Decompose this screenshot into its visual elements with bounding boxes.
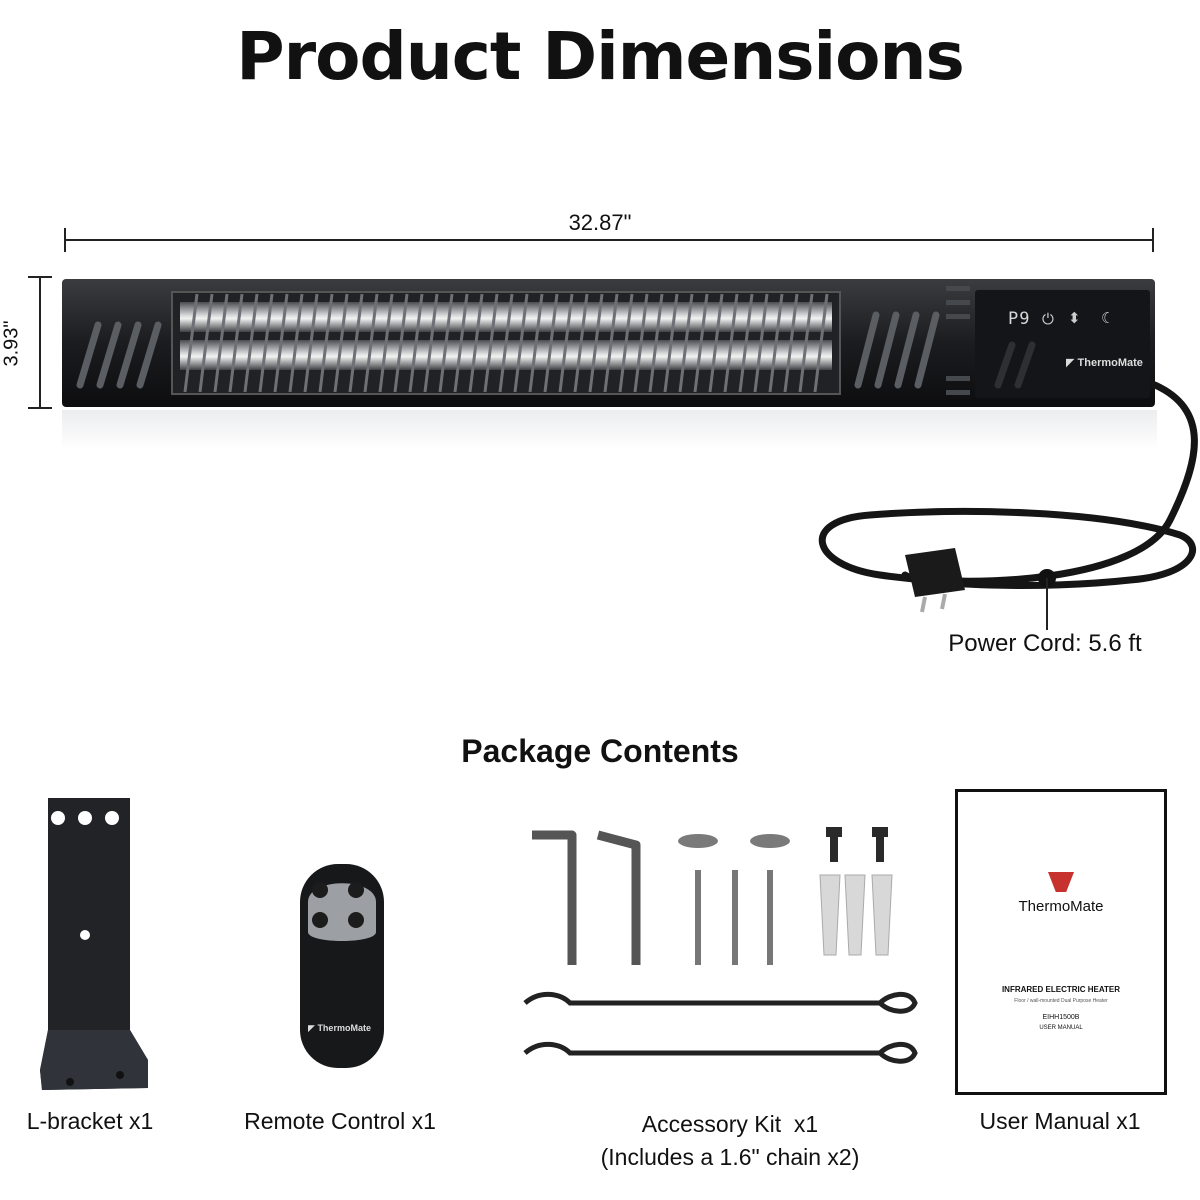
width-dimension-label: 32.87" [568,210,632,235]
grille-wire [348,293,364,393]
l-bracket-label: L-bracket x1 [26,1108,154,1134]
grille-wire [363,293,379,393]
grille-wire [483,293,499,393]
grille-wire [513,293,529,393]
grille-wire [258,293,274,393]
grille-wire [498,293,514,393]
grille-wire [588,293,604,393]
grille-wire [558,293,574,393]
package-title: Package Contents [461,733,739,769]
grille-wire [618,293,634,393]
remote-control-label: Remote Control x1 [244,1108,436,1134]
grille-wire [693,293,709,393]
grille-wire [753,293,769,393]
page-title: Product Dimensions [236,18,965,95]
grille-wire [603,293,619,393]
logo-mark-icon: ◤ [308,1023,315,1033]
power-cord-label: Power Cord: 5.6 ft [948,630,1142,657]
grille-wire [453,293,469,393]
grille-wire [198,293,214,393]
grille-wire [318,293,334,393]
grille-wire [723,293,739,393]
mode-up-down-icon: ⬍ [1068,310,1081,327]
grille-wire [648,293,664,393]
grille-wire [528,293,544,393]
user-manual-image: ThermoMate INFRARED ELECTRIC HEATER Floo… [955,789,1167,1095]
grille-wire [543,293,559,393]
grille-wire [303,293,319,393]
manual-subtitle: Floor / wall-mounted Dual Purpose Heater [1014,998,1108,1004]
timer-moon-icon: ☾ [1101,310,1115,327]
grille-wire [183,293,199,393]
accessory-kit-label: Accessory Kit x1 (Includes a 1.6" chain … [540,1108,920,1174]
l-bracket-image [40,798,148,1090]
grille-wire [288,293,304,393]
manual-logo-icon [1048,872,1074,892]
grille-wire [273,293,289,393]
heater-brand-logo: ◤ ThermoMate [1066,356,1143,369]
grille-wire [783,293,799,393]
grille-wire [813,293,829,393]
manual-model: EIHH1500B [1042,1014,1080,1021]
grille-wire [468,293,484,393]
grille-wire [633,293,649,393]
grille-wire [573,293,589,393]
manual-heading: INFRARED ELECTRIC HEATER [1001,985,1121,994]
grille-wire [378,293,394,393]
logo-mark-icon: ◤ [1066,357,1075,369]
remote-brand-logo: ◤ ThermoMate [308,1023,371,1034]
grille-wire [663,293,679,393]
grille-wire [678,293,694,393]
grille-wire [438,293,454,393]
grille-wire [228,293,244,393]
grille-wire [738,293,754,393]
accessory-kit-title: Accessory Kit x1 [641,1111,819,1137]
grille-wire [408,293,424,393]
remote-brand-text: ThermoMate [317,1023,371,1033]
grille-wire [423,293,439,393]
remote-control-image [300,864,384,1068]
manual-brand: ThermoMate [1018,898,1104,915]
grille-wire [213,293,229,393]
grille-wire [798,293,814,393]
power-icon: ⏻ [1042,311,1054,328]
grille-wire [708,293,724,393]
heater-display-code: P9 [1008,309,1031,329]
grille-wire [393,293,409,393]
manual-doc-label: USER MANUAL [1039,1025,1083,1031]
accessory-kit-image [523,827,918,1064]
accessory-kit-note: (Includes a 1.6" chain x2) [600,1144,860,1170]
grille-wire [243,293,259,393]
heater-image [62,279,1198,630]
grille-wire [333,293,349,393]
grille-wire [768,293,784,393]
heater-brand-text: ThermoMate [1077,357,1143,369]
user-manual-label: User Manual x1 [979,1108,1141,1134]
